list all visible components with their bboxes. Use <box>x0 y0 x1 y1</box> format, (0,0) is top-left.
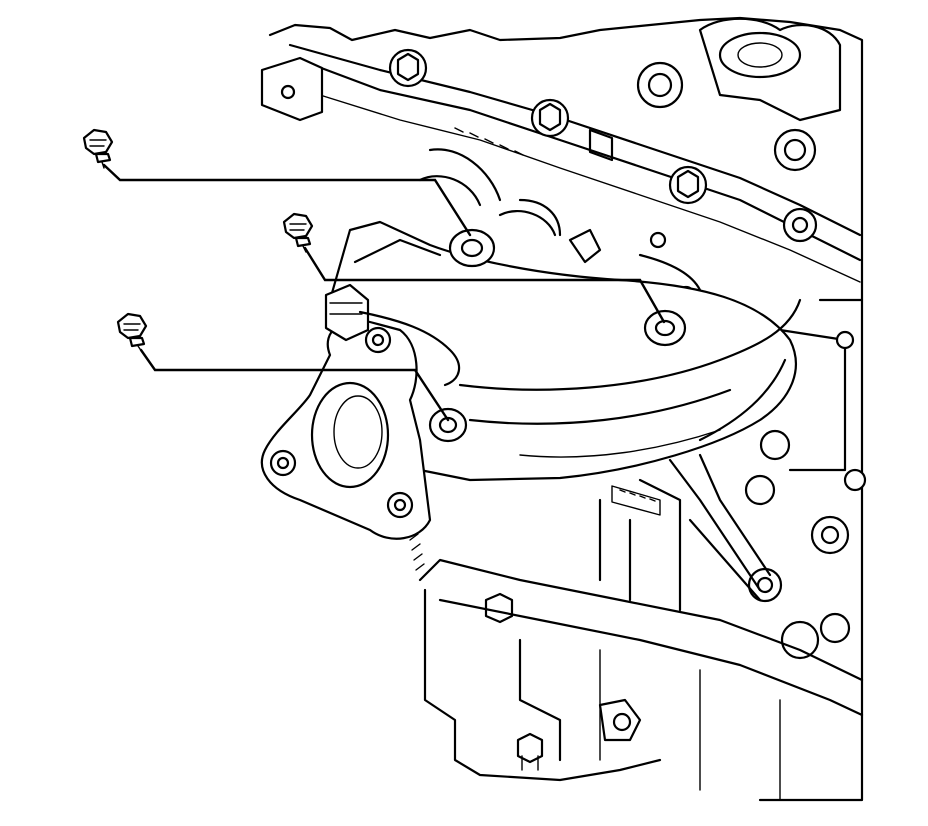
engine-block-icon <box>260 16 867 802</box>
cover-bolts <box>388 48 818 243</box>
callout-middle-bolt <box>282 212 666 324</box>
exhaust-manifold-icon <box>260 175 802 540</box>
pan-bolts <box>484 592 642 771</box>
upper-bolt-leader-line <box>102 163 472 237</box>
manifold-bolt-holes <box>428 228 687 443</box>
bolt-icon <box>116 312 148 353</box>
callout-lower-bolt <box>116 312 450 422</box>
head-details <box>454 127 614 162</box>
bolt-icon <box>282 212 314 253</box>
bolt-icon <box>82 128 114 169</box>
lower-bolt-leader-line <box>139 348 450 422</box>
middle-bolt-leader-line <box>303 246 666 324</box>
oxygen-sensor-icon <box>324 283 461 387</box>
callout-upper-bolt <box>82 128 472 237</box>
